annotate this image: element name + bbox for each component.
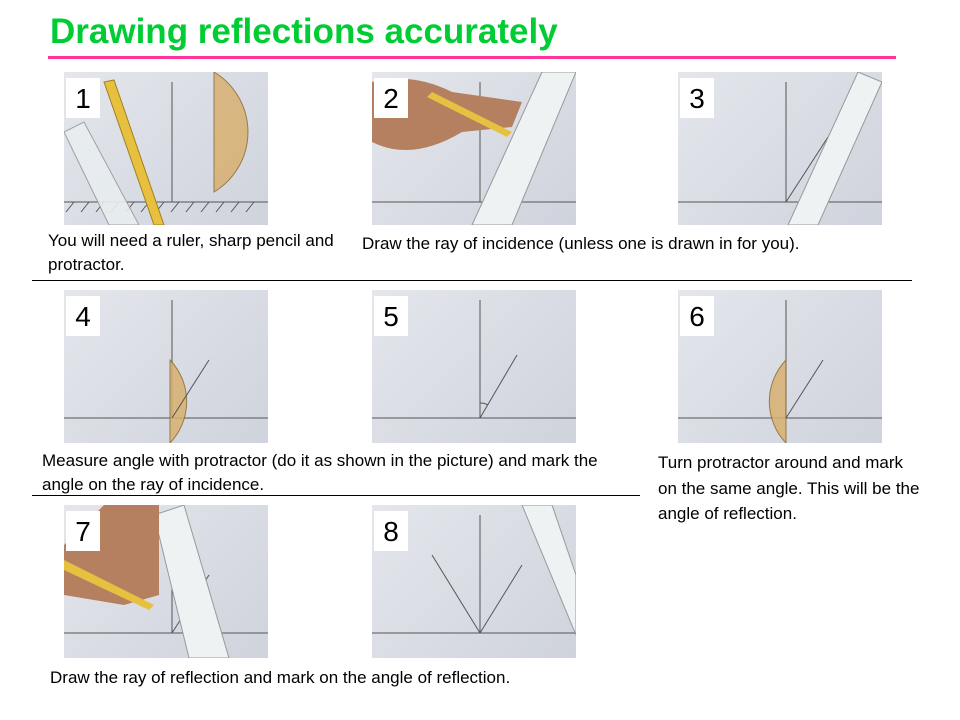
caption-step-1: You will need a ruler, sharp pencil and … [48,231,334,274]
step-number: 5 [374,296,408,336]
step-number: 4 [66,296,100,336]
photo-step-8: 8 [372,505,576,658]
caption-step-6: Turn protractor around and mark on the s… [658,453,920,523]
step-number: 2 [374,78,408,118]
caption-step-4: Measure angle with protractor (do it as … [42,451,598,494]
photo-step-2: 2 [372,72,576,225]
step-number: 7 [66,511,100,551]
photo-step-7: 7 [64,505,268,658]
photo-step-1: 1 [64,72,268,225]
step-number: 6 [680,296,714,336]
caption-step-7: Draw the ray of reflection and mark on t… [50,668,511,687]
slide-title: Drawing reflections accurately [50,12,558,51]
photo-step-5: 5 [372,290,576,443]
divider [32,280,912,281]
photo-step-3: 3 [678,72,882,225]
step-number: 8 [374,511,408,551]
photo-step-6: 6 [678,290,882,443]
caption-step-2: Draw the ray of incidence (unless one is… [362,234,800,253]
photo-step-4: 4 [64,290,268,443]
title-underline [48,56,896,59]
divider [32,495,640,496]
step-number: 3 [680,78,714,118]
step-number: 1 [66,78,100,118]
